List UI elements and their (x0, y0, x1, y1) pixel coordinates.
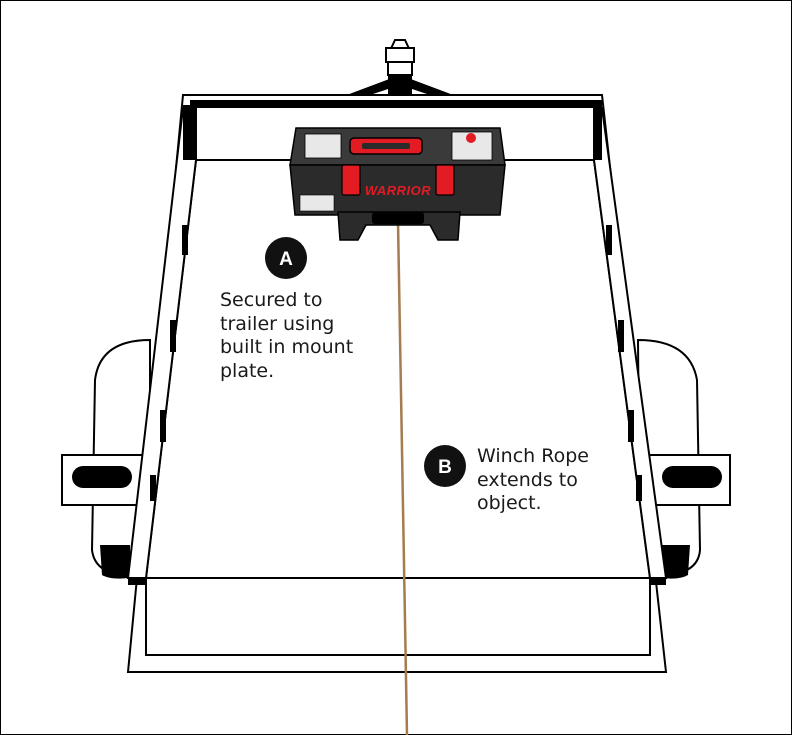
portable-winch-case: WARRIOR (289, 127, 506, 241)
mount-plate (337, 211, 461, 241)
callout-b-marker: B (424, 445, 466, 487)
callout-a-text: Secured to trailer using built in mount … (220, 289, 354, 382)
callout-a-letter: A (279, 249, 293, 270)
brand-logo: WARRIOR (365, 183, 431, 198)
right-latch (435, 164, 455, 196)
callout-b-letter: B (438, 457, 452, 478)
right-tail-light (641, 454, 731, 506)
callout-b-text: Winch Rope extends to object. (477, 445, 589, 514)
callout-a-marker: A (265, 237, 307, 279)
left-latch (341, 164, 361, 196)
winch-rope (396, 221, 409, 735)
